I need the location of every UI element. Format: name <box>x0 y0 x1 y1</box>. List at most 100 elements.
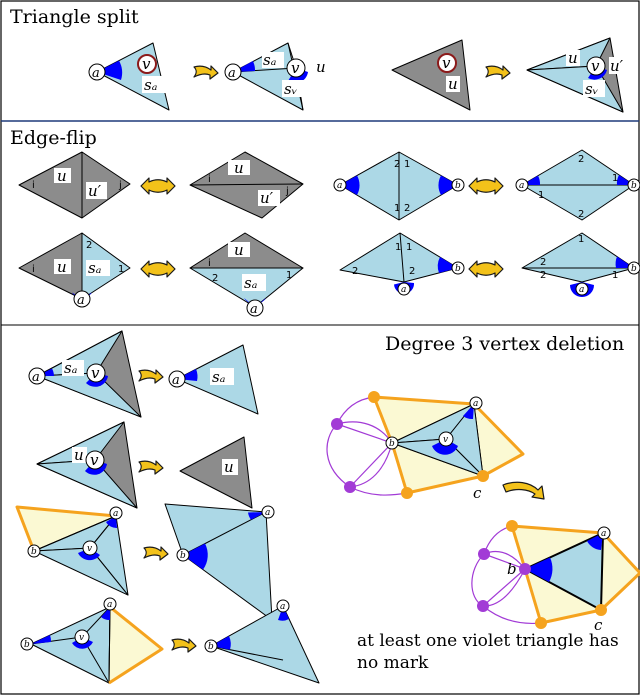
svg-text:a: a <box>280 602 285 612</box>
svg-text:b: b <box>631 264 637 274</box>
svg-text:sₐ: sₐ <box>64 359 77 377</box>
svg-text:b: b <box>631 181 637 191</box>
vertex-circle-v <box>286 58 306 78</box>
transition-arrow-icon <box>138 369 164 384</box>
vertex-label-a: a <box>92 66 100 81</box>
svg-text:a: a <box>601 529 606 539</box>
svg-text:i: i <box>32 264 35 275</box>
section-title-edge-flip: Edge-flip <box>10 127 97 149</box>
triangle-label-u: u <box>316 58 326 76</box>
svg-text:2: 2 <box>540 270 546 281</box>
svg-text:sₐ: sₐ <box>212 368 225 386</box>
svg-text:a: a <box>107 600 112 610</box>
svg-text:b: b <box>389 439 395 449</box>
transition-arrow-icon <box>193 65 219 80</box>
svg-text:i: i <box>32 180 35 191</box>
svg-text:1: 1 <box>538 190 544 201</box>
svg-text:a: a <box>32 370 40 385</box>
svg-text:a: a <box>172 373 180 388</box>
transition-arrow-icon <box>485 65 511 80</box>
double-arrow-icon <box>140 177 176 195</box>
svg-text:v: v <box>91 364 100 382</box>
svg-text:1: 1 <box>394 203 400 214</box>
svg-text:a: a <box>337 181 342 191</box>
caption-line-1: at least one violet triangle has <box>357 631 619 651</box>
vertex-circle-a <box>88 63 106 81</box>
svg-text:1: 1 <box>395 242 401 253</box>
svg-text:sᵥ: sᵥ <box>585 80 598 98</box>
svg-text:sₐ: sₐ <box>88 259 101 277</box>
svg-text:1: 1 <box>404 159 410 170</box>
section-title-degree3: Degree 3 vertex deletion <box>385 333 624 355</box>
vertex-circle-v <box>137 54 157 74</box>
caption-line-2: no mark <box>357 653 429 673</box>
svg-text:sₐ: sₐ <box>244 274 257 292</box>
svg-text:a: a <box>265 508 270 518</box>
svg-text:u′: u′ <box>260 189 274 207</box>
svg-text:1: 1 <box>406 242 412 253</box>
svg-text:2: 2 <box>409 266 415 277</box>
svg-text:a: a <box>401 285 406 295</box>
svg-text:v: v <box>591 57 600 75</box>
svg-text:a: a <box>473 399 478 409</box>
svg-text:2: 2 <box>578 209 584 220</box>
svg-text:2: 2 <box>404 203 410 214</box>
edge-label-s_a: sₐ <box>144 76 157 94</box>
svg-text:u: u <box>568 49 578 67</box>
svg-text:v: v <box>443 435 448 445</box>
svg-text:i: i <box>208 174 211 185</box>
svg-text:u: u <box>224 458 234 476</box>
double-arrow-icon <box>468 260 504 278</box>
svg-text:sᵥ: sᵥ <box>284 80 297 98</box>
vertex-label-c: c <box>473 484 482 502</box>
svg-text:2: 2 <box>212 273 218 284</box>
svg-text:2: 2 <box>578 154 584 165</box>
svg-text:u′: u′ <box>610 57 624 75</box>
svg-text:1: 1 <box>612 173 618 184</box>
svg-text:u: u <box>234 159 244 177</box>
svg-text:b: b <box>507 560 517 578</box>
svg-text:u: u <box>57 167 67 185</box>
svg-text:u: u <box>57 258 67 276</box>
svg-text:a: a <box>228 66 236 81</box>
double-arrow-icon <box>468 177 504 195</box>
transition-arrow-icon <box>138 460 164 475</box>
svg-text:b: b <box>455 264 461 274</box>
vertex-label-v: v <box>142 55 151 73</box>
svg-text:b: b <box>24 640 30 650</box>
svg-text:b: b <box>208 642 214 652</box>
svg-text:b: b <box>180 551 186 561</box>
svg-text:2: 2 <box>352 266 358 277</box>
svg-text:a: a <box>77 293 85 308</box>
svg-text:j: j <box>118 180 122 191</box>
svg-text:1: 1 <box>286 270 292 281</box>
svg-text:v: v <box>442 54 451 72</box>
svg-text:j: j <box>285 186 289 197</box>
angle-mark <box>97 60 123 80</box>
svg-text:u: u <box>74 446 84 464</box>
svg-text:u: u <box>234 241 244 259</box>
svg-text:1: 1 <box>118 264 124 275</box>
svg-text:1: 1 <box>612 270 618 281</box>
svg-text:c: c <box>594 616 603 634</box>
svg-text:1: 1 <box>578 234 584 245</box>
svg-text:a: a <box>250 302 258 317</box>
svg-text:v: v <box>87 544 92 554</box>
svg-text:b: b <box>455 181 461 191</box>
transition-arrow-icon <box>143 546 169 561</box>
svg-text:v: v <box>291 59 300 77</box>
svg-text:v: v <box>79 633 84 643</box>
svg-text:2: 2 <box>86 240 92 251</box>
svg-text:sₐ: sₐ <box>263 51 276 69</box>
svg-text:2: 2 <box>394 159 400 170</box>
svg-text:a: a <box>579 285 584 295</box>
section-title-triangle-split: Triangle split <box>10 6 139 28</box>
double-arrow-icon <box>140 260 176 278</box>
svg-text:u′: u′ <box>88 182 102 200</box>
svg-text:b: b <box>31 547 37 557</box>
transition-arrow-icon <box>171 638 197 653</box>
svg-text:a: a <box>113 509 118 519</box>
svg-text:2: 2 <box>540 257 546 268</box>
